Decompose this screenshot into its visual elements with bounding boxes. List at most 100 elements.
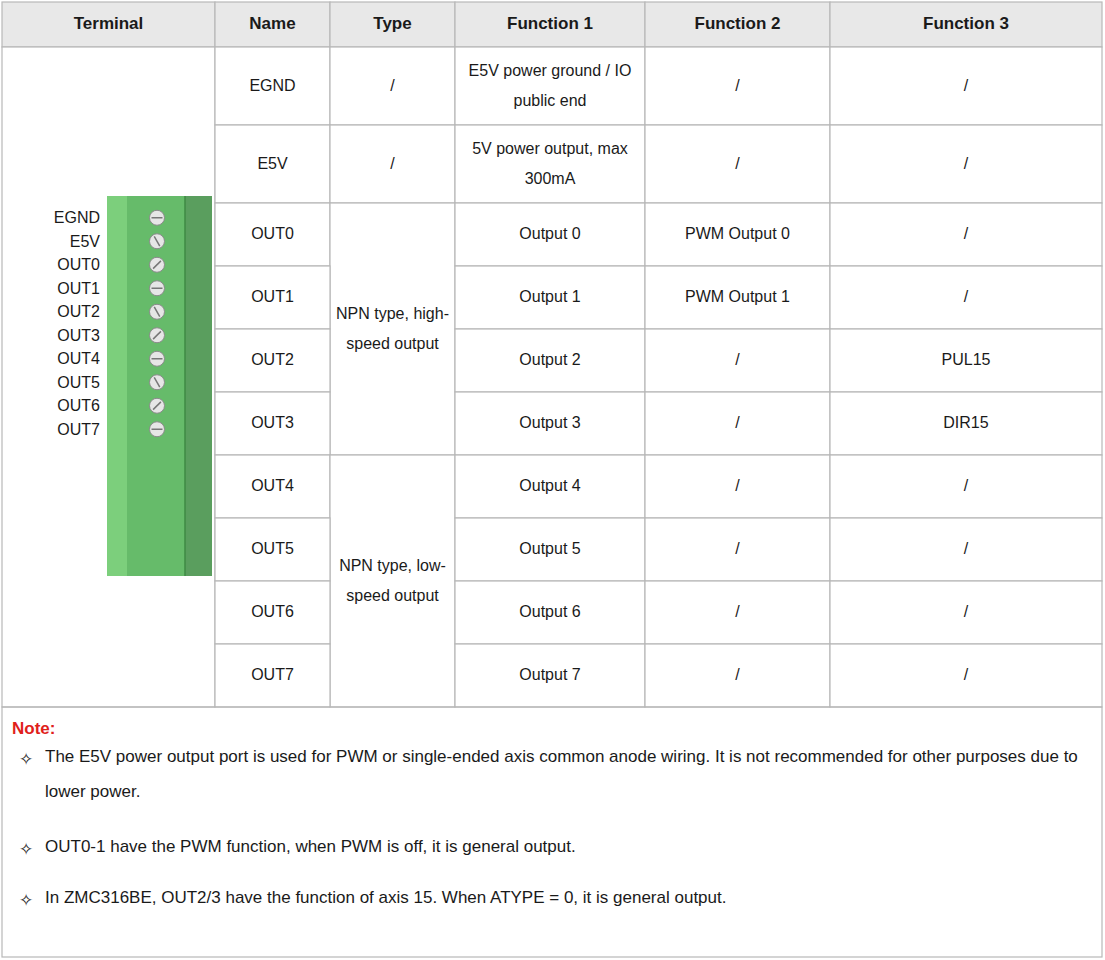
text: / [964, 282, 968, 312]
text: PWM Output 0 [685, 219, 790, 249]
text: NPN type, low-speed output [336, 551, 449, 612]
pin-name: OUT2 [10, 300, 100, 324]
text: Output 6 [519, 597, 580, 627]
text: / [735, 597, 739, 627]
table-cell [330, 455, 455, 707]
screw-slot [154, 236, 160, 246]
pin-name: OUT7 [10, 418, 100, 442]
text: / [390, 149, 394, 179]
table-cell [455, 455, 645, 518]
table-cell-text: / [336, 47, 449, 125]
column-header: Terminal [8, 2, 209, 47]
text: Note: [12, 713, 55, 745]
screw-slot [152, 288, 163, 290]
table-cell-text: NPN type, low-speed output [336, 455, 449, 707]
note-bullet: ✧ [12, 832, 40, 866]
text: In ZMC316BE, OUT2/3 have the function of… [45, 881, 726, 916]
pin-name: E5V [10, 230, 100, 254]
pin-name: EGND [10, 206, 100, 230]
terminal-block [107, 196, 212, 576]
text: Function 2 [695, 8, 781, 40]
text: / [964, 471, 968, 501]
table-cell [645, 266, 830, 329]
table-cell-text: OUT6 [221, 581, 324, 644]
screw-slot [152, 429, 163, 431]
table-cell-text: OUT2 [221, 329, 324, 392]
text: OUT4 [57, 349, 100, 368]
text: Terminal [74, 8, 144, 40]
table-cell-text: / [651, 518, 824, 581]
table-cell [215, 203, 330, 266]
table-cell [215, 644, 330, 707]
note-bullet: ✧ [12, 883, 40, 917]
table-cell [830, 644, 1102, 707]
table-cell-text: OUT0 [221, 203, 324, 266]
table-cell [330, 47, 455, 125]
text: / [964, 71, 968, 101]
table-cell-text: Output 6 [461, 581, 639, 644]
text: OUT1 [57, 279, 100, 298]
table-cell-text: / [336, 125, 449, 203]
table-cell [645, 518, 830, 581]
table-cell-text: Output 2 [461, 329, 639, 392]
table-cell [645, 203, 830, 266]
table-cell [455, 518, 645, 581]
text: / [735, 471, 739, 501]
text: / [735, 149, 739, 179]
table-cell-text: OUT7 [221, 644, 324, 707]
screw-slot [153, 402, 161, 410]
text: ✧ [19, 833, 33, 865]
table-cell-text: PUL15 [836, 329, 1096, 392]
column-header: Name [221, 2, 324, 47]
note-box [2, 707, 1102, 957]
screw-head [150, 281, 165, 296]
text: / [964, 219, 968, 249]
pin-name: OUT5 [10, 371, 100, 395]
column-header: Function 1 [461, 2, 639, 47]
column-header: Type [336, 2, 449, 47]
table-cell [215, 518, 330, 581]
text: Output 4 [519, 471, 580, 501]
text: / [964, 660, 968, 690]
text: / [735, 534, 739, 564]
text: / [735, 71, 739, 101]
table-cell-text: / [651, 581, 824, 644]
table-cell [455, 47, 645, 125]
table-cell-text: PWM Output 0 [651, 203, 824, 266]
text: Output 5 [519, 534, 580, 564]
text: OUT3 [251, 408, 294, 438]
table-cell [455, 392, 645, 455]
table-cell-text: PWM Output 1 [651, 266, 824, 329]
table-cell-text: DIR15 [836, 392, 1096, 455]
text: E5V power ground / IO public end [461, 56, 639, 117]
text: OUT1 [251, 282, 294, 312]
table-cell [215, 581, 330, 644]
table-cell [455, 644, 645, 707]
text: EGND [54, 208, 100, 227]
text: Name [249, 8, 295, 40]
table-cell [215, 125, 330, 203]
table-cell-text: / [651, 329, 824, 392]
table-cell [215, 47, 330, 125]
text: Function 1 [507, 8, 593, 40]
table-cell-text: / [836, 455, 1096, 518]
text: OUT5 [57, 373, 100, 392]
table-cell [455, 329, 645, 392]
table-cell [645, 47, 830, 125]
table-cell-text: / [836, 125, 1096, 203]
text: OUT6 [251, 597, 294, 627]
table-cell-text: E5V power ground / IO public end [461, 47, 639, 125]
text: DIR15 [943, 408, 988, 438]
screw-slot [152, 358, 163, 360]
table-cell [830, 581, 1102, 644]
table-cell-text: / [836, 581, 1096, 644]
table-cell-text: / [651, 644, 824, 707]
text: / [964, 534, 968, 564]
table-cell [830, 455, 1102, 518]
text: Output 3 [519, 408, 580, 438]
table-cell [215, 2, 330, 47]
terminal-edge [107, 196, 127, 576]
table-cell-text: / [836, 644, 1096, 707]
table-cell [2, 2, 215, 47]
text: PUL15 [942, 345, 991, 375]
